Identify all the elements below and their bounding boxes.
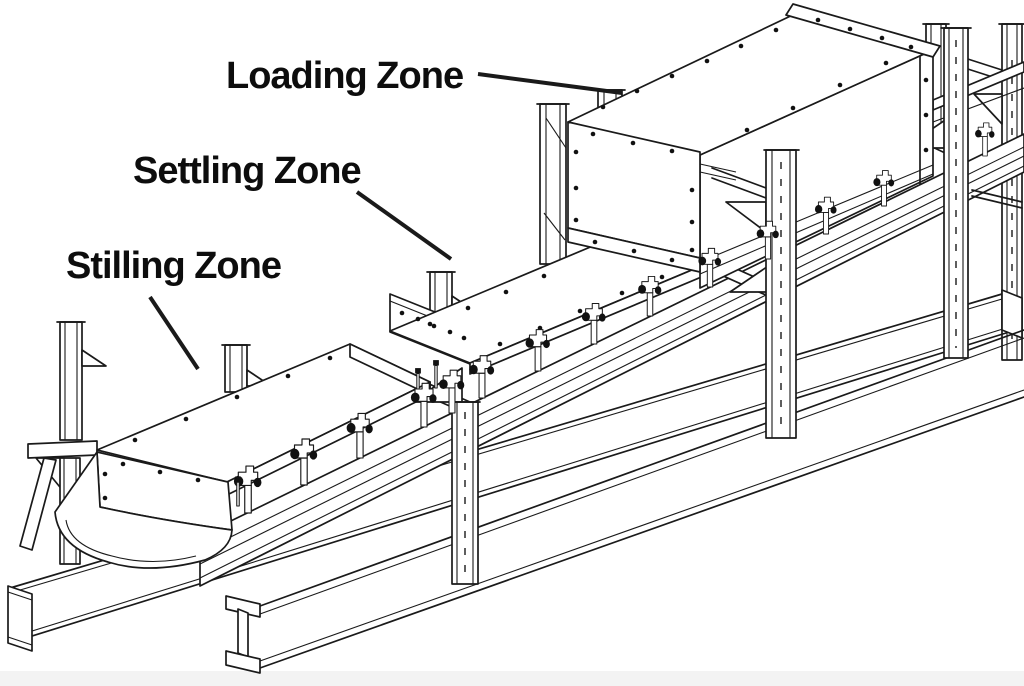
skirt-clamp: [346, 412, 374, 459]
near-post-c: [711, 149, 800, 439]
skirt-clamp: [525, 329, 551, 372]
loading-zone-leader: [477, 72, 623, 95]
stilling-bolts: [102, 355, 333, 501]
settling-zone-label: Settling Zone: [133, 150, 361, 192]
loading-zone-cover: [567, 3, 941, 289]
stilling-zone-leader: [148, 295, 200, 371]
skirt-clamp: [410, 382, 438, 428]
stilling-zone-cover: [54, 343, 431, 569]
skirtboard-band: [199, 61, 1024, 587]
zone-annotations: Loading Zone Settling Zone Stilling Zone: [66, 55, 623, 371]
near-posts-front: [711, 27, 972, 439]
ground-strip: [0, 671, 1024, 686]
far-post-4: [536, 103, 570, 265]
ground-beam-near: [225, 329, 1024, 674]
far-post-1: [56, 321, 107, 441]
settling-zone-leader: [355, 190, 453, 261]
loading-bolts: [573, 17, 929, 263]
skirt-clamp: [468, 355, 495, 399]
discharge-apron: [54, 451, 233, 569]
near-post-d: [940, 27, 972, 359]
stilling-zone-label: Stilling Zone: [66, 245, 281, 287]
loading-zone-label: Loading Zone: [226, 55, 463, 97]
